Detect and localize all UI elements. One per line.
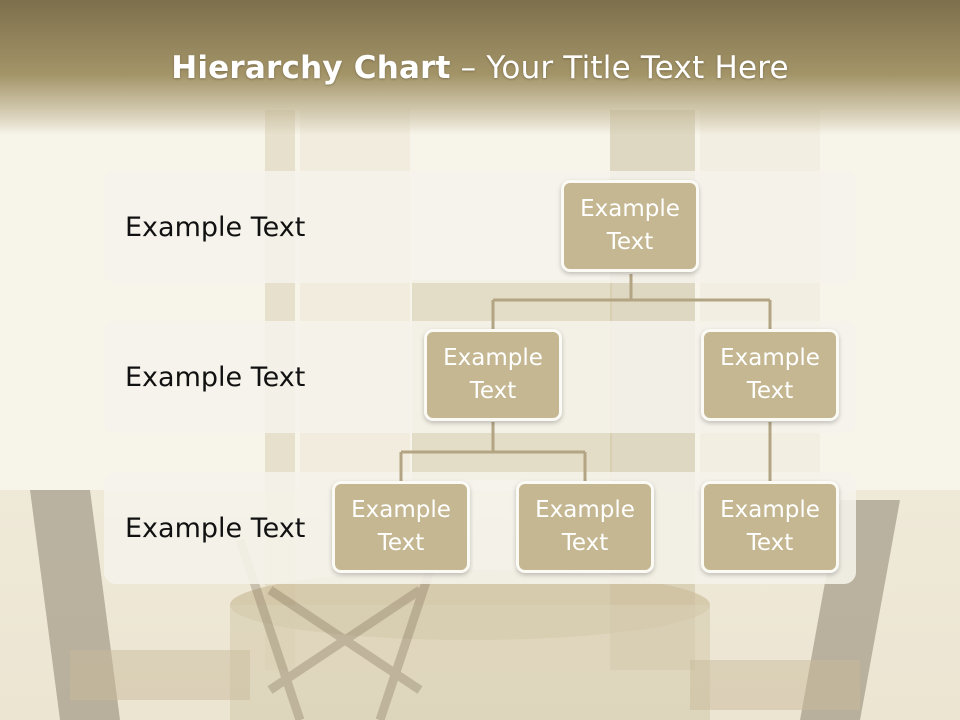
level-label-3: Example Text (125, 512, 306, 544)
node-level3-b[interactable]: Example Text (516, 481, 654, 573)
node-level3-c[interactable]: Example Text (701, 481, 839, 573)
slide-title: Hierarchy Chart – Your Title Text Here (0, 50, 960, 86)
node-root[interactable]: Example Text (561, 180, 699, 272)
level-label-2: Example Text (125, 361, 306, 393)
title-bar (0, 0, 960, 135)
level-label-1: Example Text (125, 211, 306, 243)
node-level2-right[interactable]: Example Text (701, 329, 839, 421)
node-level3-a[interactable]: Example Text (332, 481, 470, 573)
node-level3-b-label: Example Text (535, 497, 635, 556)
node-level3-c-label: Example Text (720, 497, 820, 556)
level-band-1 (104, 171, 856, 283)
node-level3-a-label: Example Text (351, 497, 451, 556)
title-rest-part: – Your Title Text Here (450, 50, 789, 86)
node-root-label: Example Text (580, 196, 680, 255)
node-level2-left[interactable]: Example Text (424, 329, 562, 421)
node-level2-right-label: Example Text (720, 345, 820, 404)
title-bold-part: Hierarchy Chart (171, 50, 451, 86)
node-level2-left-label: Example Text (443, 345, 543, 404)
